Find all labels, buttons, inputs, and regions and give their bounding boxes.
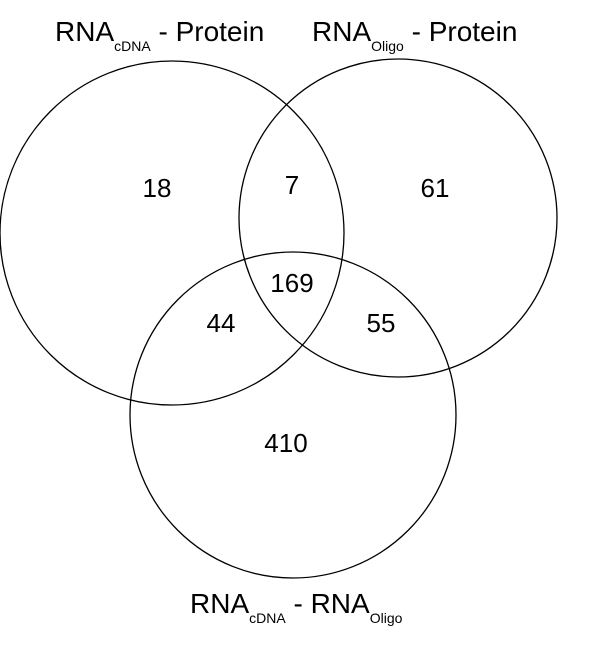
set-b-circle bbox=[238, 58, 558, 378]
set-c-circle bbox=[129, 251, 457, 579]
region-abc-count: 169 bbox=[270, 268, 313, 298]
set-c-label: RNAcDNA - RNAOligo bbox=[190, 588, 402, 626]
region-b-only-count: 61 bbox=[421, 173, 450, 203]
region-ab-only-count: 7 bbox=[285, 170, 299, 200]
set-c-label-part2-prefix: RNA bbox=[310, 588, 370, 619]
set-c-label-part2-subscript: Oligo bbox=[369, 610, 403, 626]
set-b-label-prefix: RNA bbox=[312, 16, 372, 47]
region-a-only-count: 18 bbox=[143, 173, 172, 203]
set-b-label: RNAOligo - Protein bbox=[312, 16, 518, 54]
set-a-label-suffix: - Protein bbox=[150, 16, 265, 47]
set-b-label-subscript: Oligo bbox=[371, 38, 404, 54]
set-c-label-separator: - bbox=[285, 588, 311, 619]
set-a-label-subscript: cDNA bbox=[114, 38, 151, 54]
set-b-label-suffix: - Protein bbox=[403, 16, 518, 47]
region-bc-only-count: 55 bbox=[367, 308, 396, 338]
set-a-circle bbox=[0, 60, 345, 406]
region-ac-only-count: 44 bbox=[207, 308, 236, 338]
set-c-label-part1-subscript: cDNA bbox=[249, 610, 286, 626]
set-a-label: RNAcDNA - Protein bbox=[55, 16, 265, 54]
region-c-only-count: 410 bbox=[264, 428, 307, 458]
set-a-label-prefix: RNA bbox=[55, 16, 115, 47]
set-c-label-part1-prefix: RNA bbox=[190, 588, 250, 619]
